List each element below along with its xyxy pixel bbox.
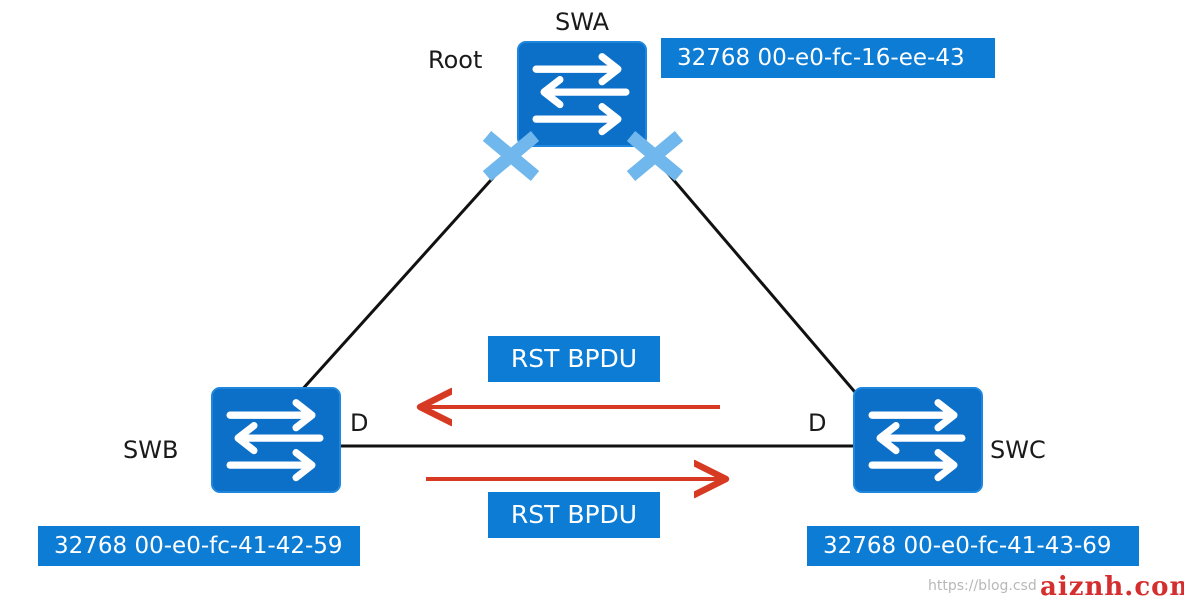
port-swb-designated: D (350, 409, 369, 437)
switch-swb (211, 387, 341, 493)
switch-swa-name: SWA (555, 8, 610, 36)
switch-swa (517, 41, 647, 147)
watermark-url: https://blog.csd (928, 578, 1037, 594)
switch-swa-role: Root (428, 46, 483, 74)
link-swa-swb (298, 168, 502, 394)
bpdu-label-top: RST BPDU (488, 336, 660, 382)
bridge-id-swa: 32768 00-e0-fc-16-ee-43 (661, 38, 995, 78)
port-swc-designated: D (808, 409, 827, 437)
switch-icon (230, 403, 320, 478)
x-mark-icon (626, 131, 684, 181)
bridge-id-swc: 32768 00-e0-fc-41-43-69 (807, 526, 1139, 566)
watermark-brand: aiznh.com (1040, 572, 1184, 602)
x-mark-icon (482, 131, 540, 181)
switch-swb-name: SWB (123, 436, 179, 464)
switch-swc-name: SWC (990, 436, 1046, 464)
link-swa-swc (646, 149, 862, 399)
bridge-id-swb: 32768 00-e0-fc-41-42-59 (38, 526, 360, 566)
switch-icon (536, 57, 626, 132)
switch-swc (853, 387, 983, 493)
bpdu-label-bottom: RST BPDU (488, 492, 660, 538)
switch-icon (872, 403, 962, 478)
